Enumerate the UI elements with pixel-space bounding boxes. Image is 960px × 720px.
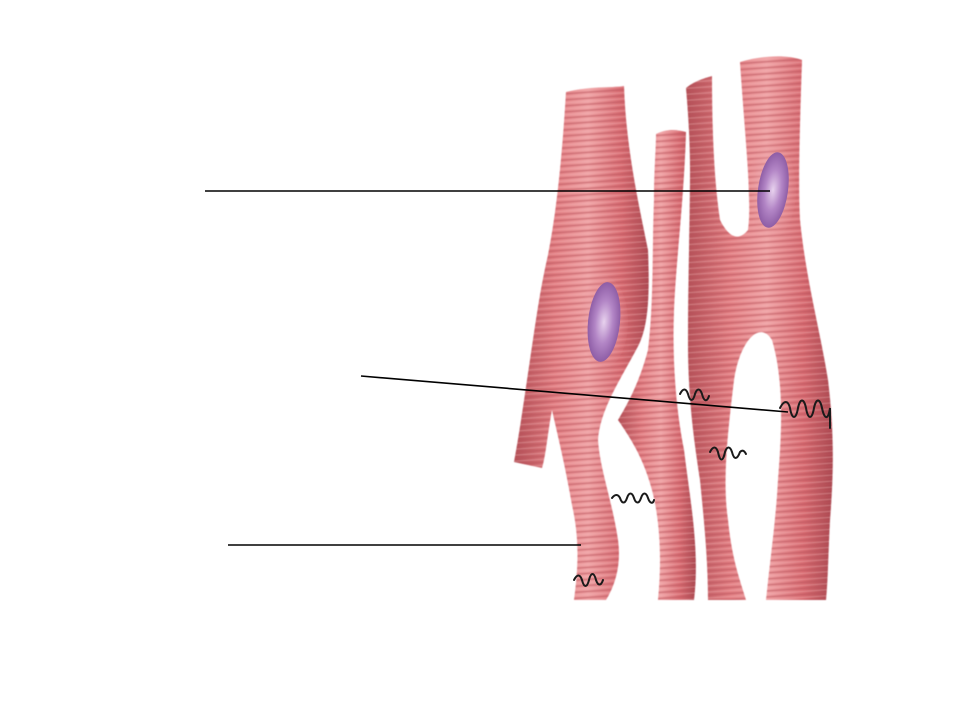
leader-line-intercalated-disc bbox=[360, 375, 789, 413]
intercalated-disc-3 bbox=[709, 446, 747, 461]
intercalated-disc-4 bbox=[611, 492, 655, 504]
nucleus-upper bbox=[757, 152, 789, 228]
nucleus-lower bbox=[587, 282, 621, 362]
intercalated-disc-5 bbox=[573, 573, 604, 587]
intercalated-disc-1 bbox=[779, 399, 831, 429]
intercalated-disc-2 bbox=[679, 388, 710, 402]
